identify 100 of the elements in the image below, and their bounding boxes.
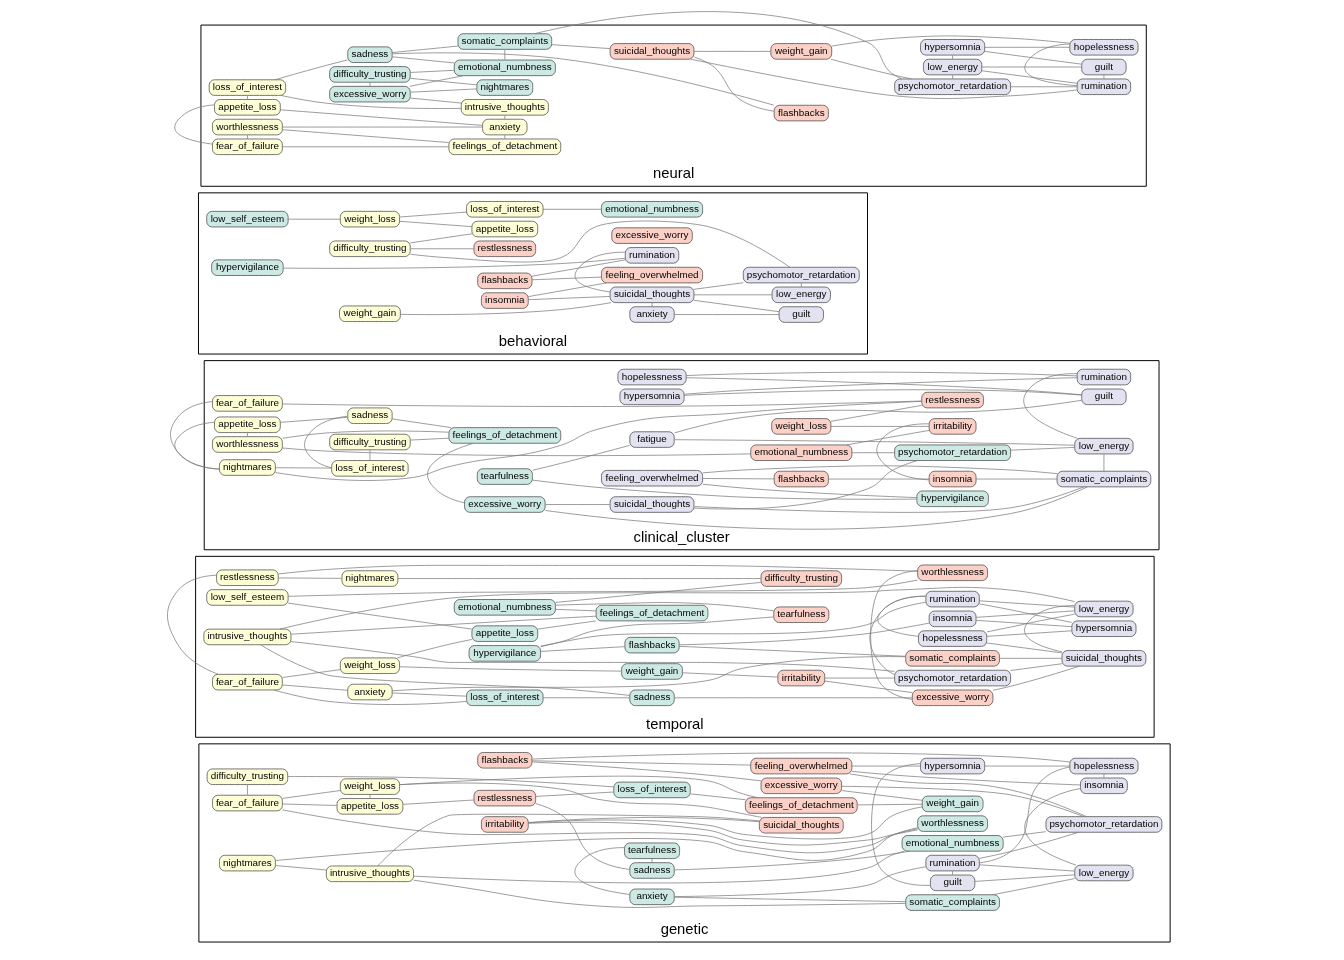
- connector: [282, 126, 483, 128]
- connector: [391, 418, 452, 428]
- connector: [851, 765, 921, 767]
- connector: [869, 595, 927, 675]
- connector: [975, 478, 1058, 480]
- node-box: low_energy: [1074, 600, 1134, 618]
- connector: [693, 56, 775, 112]
- connector: [574, 251, 626, 293]
- connector: [369, 82, 371, 87]
- connector: [1010, 86, 1078, 88]
- node-box: psychomotor_retardation: [894, 78, 1011, 95]
- node-box: irritability: [928, 418, 977, 435]
- node-box: sadness: [347, 407, 393, 424]
- connector: [849, 773, 1087, 817]
- connector: [824, 677, 895, 679]
- node-box: worthlessness: [212, 436, 283, 453]
- connector: [1103, 773, 1105, 779]
- connector: [830, 58, 912, 80]
- node-box: nightmares: [219, 854, 276, 872]
- node-box: tearfulness: [624, 842, 680, 859]
- connector: [1010, 663, 1063, 671]
- node-box: guilt: [778, 306, 824, 323]
- connector: [247, 95, 248, 100]
- connector: [504, 134, 506, 140]
- connector: [282, 129, 450, 143]
- node-box: guilt: [1081, 58, 1127, 76]
- connector: [399, 220, 473, 227]
- connector: [1023, 373, 1078, 439]
- connector: [400, 302, 612, 315]
- node-box: suicidal_thoughts: [759, 817, 844, 834]
- node-box: insomnia: [481, 292, 529, 309]
- node-box: weight_gain: [621, 663, 683, 680]
- node-box: guilt: [1081, 388, 1127, 405]
- connector: [531, 276, 602, 281]
- connector: [992, 665, 1080, 691]
- node-box: psychomotor_retardation: [742, 266, 860, 284]
- connector: [685, 371, 1078, 377]
- connector: [410, 233, 473, 244]
- connector: [282, 400, 923, 407]
- node-box: nightmares: [476, 79, 534, 96]
- node-box: low_energy: [923, 58, 983, 76]
- node-box: difficulty_trusting: [760, 570, 842, 587]
- node-box: loss_of_interest: [613, 781, 691, 799]
- node-box: weight_loss: [340, 778, 400, 795]
- node-box: excessive_worry: [329, 86, 411, 103]
- node-box: weight_gain: [921, 795, 984, 813]
- connector: [410, 69, 455, 73]
- connector: [282, 146, 450, 148]
- connector: [545, 504, 611, 505]
- node-box: psychomotor_retardation: [894, 444, 1011, 461]
- connector: [170, 401, 220, 470]
- connector: [693, 299, 780, 313]
- connector: [287, 579, 918, 597]
- node-box: appetite_loss: [214, 416, 281, 433]
- connector: [871, 763, 931, 886]
- node-box: emotional_numbness: [750, 444, 853, 461]
- connector: [402, 799, 475, 805]
- connector: [278, 564, 918, 575]
- connector: [542, 208, 602, 210]
- node-box: hypervigilance: [916, 490, 989, 507]
- node-box: tearfulness: [476, 468, 533, 485]
- connector: [984, 765, 1071, 767]
- node-box: anxiety: [629, 306, 675, 323]
- connector: [876, 423, 930, 481]
- node-box: weight_loss: [340, 211, 400, 228]
- node-box: restlessness: [216, 569, 279, 586]
- connector: [1103, 74, 1105, 80]
- connector: [690, 793, 746, 801]
- connector: [278, 577, 343, 579]
- connector: [399, 211, 467, 218]
- connector: [369, 794, 371, 799]
- connector: [174, 104, 215, 145]
- connector: [830, 426, 930, 427]
- node-box: difficulty_trusting: [329, 240, 411, 257]
- connector: [693, 460, 918, 510]
- connector: [979, 831, 1079, 859]
- node-box: irritability: [777, 669, 826, 687]
- connector: [673, 850, 911, 871]
- connector: [979, 864, 1075, 872]
- connector: [391, 56, 455, 64]
- connector: [369, 449, 371, 461]
- node-box: suicidal_thoughts: [1061, 650, 1147, 667]
- connector: [504, 49, 506, 60]
- connector: [287, 602, 472, 630]
- node-box: low_self_esteem: [206, 211, 289, 228]
- connector: [846, 430, 930, 446]
- connector: [651, 858, 653, 863]
- connector: [534, 11, 903, 80]
- connector: [537, 620, 597, 630]
- connector: [870, 570, 918, 700]
- node-box: sadness: [629, 862, 675, 879]
- connector: [952, 74, 953, 80]
- connector: [273, 689, 467, 705]
- connector: [673, 697, 913, 699]
- connector: [1010, 447, 1075, 451]
- node-box: feeling_overwhelmed: [601, 266, 703, 284]
- node-box: hopelessness: [1069, 39, 1139, 56]
- connector: [275, 400, 923, 481]
- connector: [282, 684, 349, 691]
- connector: [574, 847, 630, 895]
